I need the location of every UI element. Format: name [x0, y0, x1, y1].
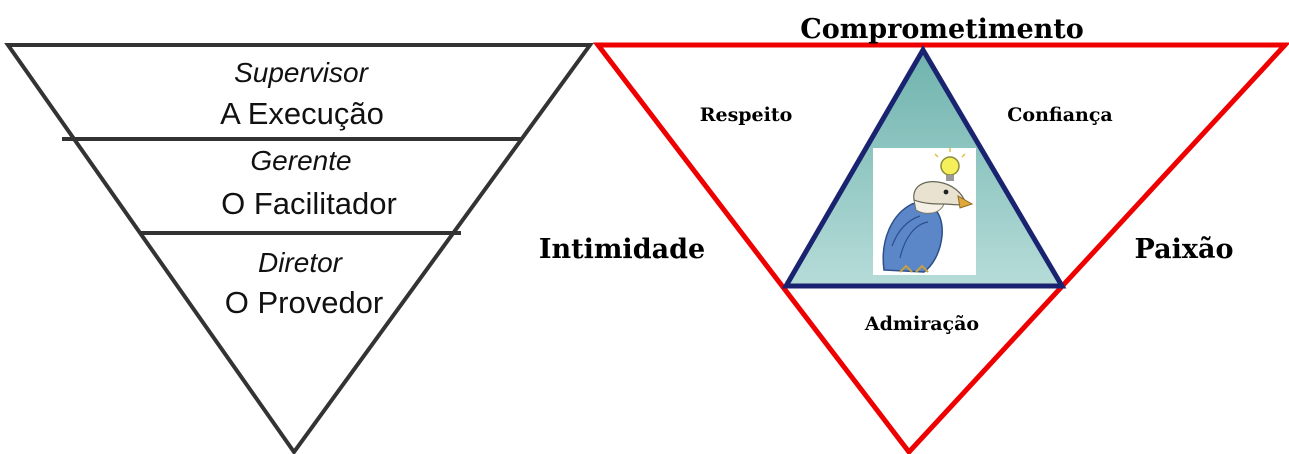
eagle-with-lightbulb-icon — [873, 148, 976, 275]
inner-bottom-label: Admiração — [864, 313, 979, 335]
left-pyramid: Supervisor A Execução Gerente O Facilita… — [4, 43, 594, 454]
outer-left-label: Intimidade — [539, 234, 705, 265]
level-function-facilitador: O Facilitador — [221, 186, 397, 221]
level-role-diretor: Diretor — [258, 247, 344, 278]
level-function-execucao: A Execução — [220, 96, 384, 131]
outer-right-label: Paixão — [1135, 234, 1234, 265]
level-role-gerente: Gerente — [250, 145, 351, 176]
level-role-supervisor: Supervisor — [234, 57, 370, 88]
outer-top-label: Comprometimento — [800, 14, 1084, 45]
inner-right-label: Confiança — [1007, 104, 1112, 126]
outer-triangle — [592, 42, 1289, 454]
inner-left-label: Respeito — [700, 104, 793, 126]
left-pyramid-outline — [4, 43, 594, 454]
right-triangle-group: Comprometimento Intimidade Paixão Respei… — [539, 14, 1289, 454]
level-function-provedor: O Provedor — [225, 285, 384, 320]
